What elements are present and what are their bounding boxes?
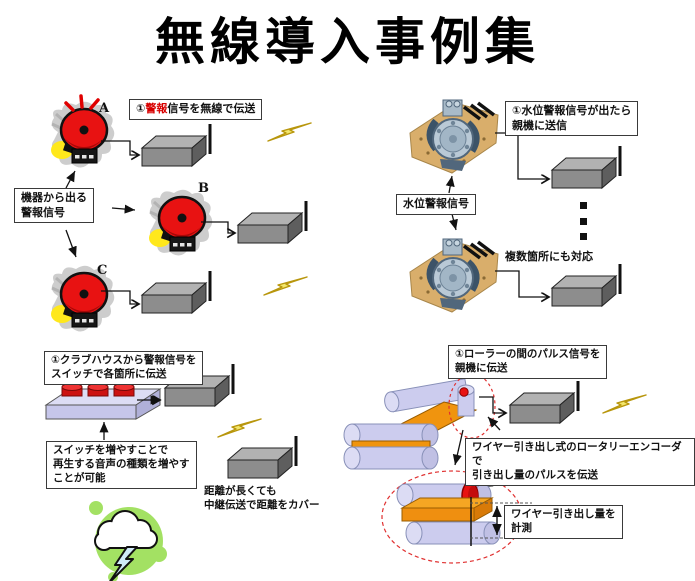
connector-lines-switch: [99, 395, 161, 440]
switch-caption-box: ①クラブハウスから警報信号を スイッチで各箇所に伝送: [44, 351, 204, 385]
radio-transmitter: [236, 199, 308, 245]
encoder-note-box: ワイヤー引き出し式のロータリーエンコーダで 引き出し量のパルスを伝送: [465, 438, 695, 486]
page-title: 無線導入事例集: [155, 13, 540, 71]
switch-button: [61, 383, 135, 397]
bell-label-c: C: [97, 263, 108, 278]
radio-transmitter: [508, 379, 580, 425]
radio-transmitter: [550, 144, 622, 190]
relay-distance-note: 距離が長くても 中継伝送で距離をカバー: [204, 485, 320, 511]
radio-transmitter: [550, 262, 622, 308]
water-pump-illustration: [410, 239, 498, 312]
switch-panel: [44, 383, 162, 420]
alarm-caption-box: ①警報信号を無線で伝送: [129, 99, 263, 120]
water-level-signal-box: 水位警報信号: [396, 194, 476, 215]
caption-rest: 信号を無線で伝送: [167, 102, 256, 115]
caption-number: ①: [136, 102, 146, 115]
bell-label-b: B: [198, 181, 209, 196]
measure-note-box: ワイヤー引き出し量を 計測: [504, 505, 623, 539]
radio-wave-bolt-icon: [602, 394, 647, 414]
vertical-ellipsis-icon: [580, 202, 587, 240]
radio-wave-bolt-icon: [217, 418, 262, 438]
pump-caption-box: ①水位警報信号が出たら 親機に送信: [505, 101, 639, 137]
radio-wave-bolt-icon: [267, 122, 312, 142]
radio-transmitter: [226, 434, 298, 480]
roller-caption-box: ①ローラーの間のパルス信号を 親機に伝送: [448, 345, 608, 379]
radio-transmitter: [140, 269, 212, 315]
connector-lines-alarm: [65, 140, 235, 304]
water-pump-illustration: [410, 100, 498, 173]
caption-highlight: 警報: [145, 102, 168, 115]
alarm-source-box: 機器から出る 警報信号: [14, 188, 94, 224]
multi-location-note: 複数箇所にも対応: [505, 250, 593, 263]
radio-wave-bolt-icon: [263, 276, 308, 296]
storm-cloud-mascot: [87, 499, 169, 581]
switch-expand-box: スイッチを増やすことで 再生する音声の種類を増やす ことが可能: [46, 441, 197, 489]
bell-label-a: A: [99, 101, 110, 116]
radio-transmitter: [140, 122, 212, 168]
encoder-detail-view: [381, 470, 532, 564]
